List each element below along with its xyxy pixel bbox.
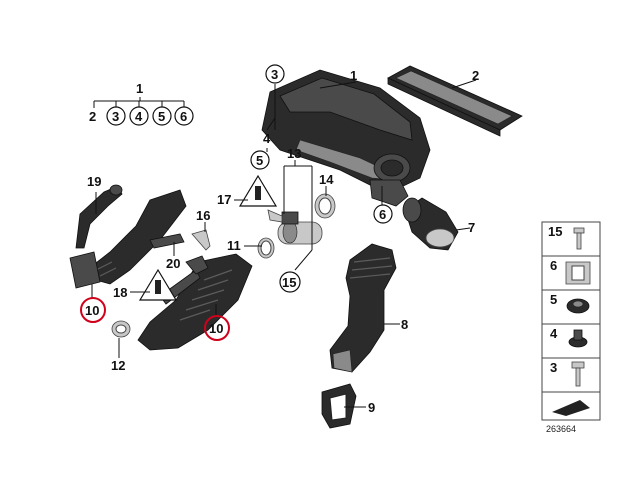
legend-label-4: 4	[550, 326, 558, 341]
callout-11: 11	[227, 238, 241, 253]
legend-label-5: 5	[550, 292, 557, 307]
callout-10a-highlight	[80, 297, 106, 323]
callout-19: 19	[87, 174, 101, 189]
callout-14: 14	[319, 172, 334, 187]
intake-pipe-lower	[137, 253, 253, 351]
tree-child-3-circle	[106, 106, 126, 126]
tree-child-6: 6	[180, 109, 187, 124]
callout-20: 20	[166, 256, 180, 271]
legend-row-arrow	[541, 391, 601, 421]
air-mass-meter	[267, 209, 323, 245]
legend-row-15	[541, 221, 601, 257]
warning-triangle-17	[238, 174, 278, 207]
callout-10a: 10	[85, 303, 99, 318]
air-inlet-scoop	[321, 383, 357, 429]
callout-10b-highlight	[204, 315, 230, 341]
bolt-icon	[571, 361, 585, 369]
callout-16: 16	[196, 208, 210, 223]
callout-3: 3	[271, 67, 278, 82]
legend-label-6: 6	[550, 258, 557, 273]
callout-12: 12	[111, 358, 125, 373]
callout-6: 6	[379, 207, 386, 222]
callouts: 1 2 3 4 5 6 7 8 9 10 10 11 12 13 14 15 1…	[80, 64, 479, 415]
bracket-16	[191, 229, 211, 251]
callout-18: 18	[113, 285, 127, 300]
filter-element	[387, 65, 523, 137]
tree-root-label: 1	[136, 81, 143, 96]
tree-child-3: 3	[112, 109, 119, 124]
screw-icon	[573, 227, 585, 234]
callout-13: 13	[287, 146, 301, 161]
intake-elbow	[402, 197, 459, 251]
legend-label-3: 3	[550, 360, 557, 375]
breather-hose	[75, 184, 123, 249]
hierarchy-tree: 1 2 3 4 5 6	[89, 81, 194, 126]
callout-8: 8	[401, 317, 408, 332]
tree-child-6-circle	[174, 106, 194, 126]
intake-duct	[329, 243, 397, 373]
callout-1: 1	[350, 68, 357, 83]
direction-arrow-icon	[552, 400, 590, 416]
callout-15: 15	[282, 275, 296, 290]
callout-7: 7	[468, 220, 475, 235]
parts-legend: 15 6 5 4 3 263664	[541, 221, 601, 434]
leader-lines	[91, 79, 477, 408]
callout-4: 4	[263, 131, 271, 146]
callout-10b: 10	[209, 321, 223, 336]
tree-child-4-circle	[129, 106, 149, 126]
warning-triangle-18	[138, 268, 178, 301]
callout-9: 9	[368, 400, 375, 415]
air-filter-housing	[261, 69, 431, 207]
intake-pipe-upper	[69, 189, 187, 289]
image-number: 263664	[546, 424, 576, 434]
callout-17: 17	[217, 192, 231, 207]
callout-2: 2	[472, 68, 479, 83]
tree-child-5: 5	[158, 109, 165, 124]
callout-5: 5	[256, 153, 263, 168]
tree-child-2: 2	[89, 109, 96, 124]
connector-20	[149, 233, 185, 249]
tree-child-4: 4	[135, 109, 143, 124]
tree-child-5-circle	[152, 106, 172, 126]
legend-label-15: 15	[548, 224, 562, 239]
legend-row-3	[541, 357, 601, 393]
